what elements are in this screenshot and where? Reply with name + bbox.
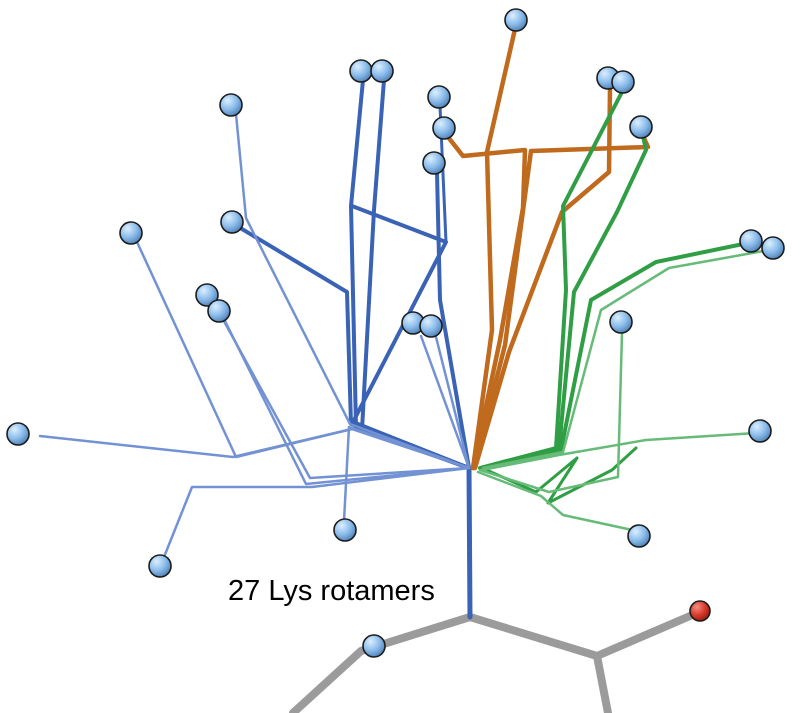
nitrogen-atom[interactable] bbox=[761, 236, 785, 260]
rotamer-bond-blue_light bbox=[434, 335, 471, 470]
backbone-bond bbox=[289, 613, 474, 713]
nitrogen-atom[interactable] bbox=[432, 116, 456, 140]
nitrogen-atom[interactable] bbox=[419, 314, 443, 338]
nitrogen-atom[interactable] bbox=[362, 634, 386, 658]
nitrogen-atom[interactable] bbox=[119, 221, 143, 245]
rotamer-bond-green_light bbox=[476, 470, 639, 533]
rotamer-bond-orange bbox=[470, 26, 518, 471]
rotamer-bond-green_light bbox=[478, 331, 624, 494]
rotamer-bond-green bbox=[480, 241, 750, 470]
backbone-bond bbox=[593, 652, 612, 713]
nitrogen-atom[interactable] bbox=[739, 229, 763, 253]
oxygen-atom[interactable] bbox=[689, 600, 711, 622]
backbone-bond bbox=[466, 609, 701, 660]
rotamer-bond-blue_light bbox=[419, 334, 471, 470]
rotamer-bond-blue_light bbox=[234, 112, 471, 470]
nitrogen-atom[interactable] bbox=[220, 210, 244, 234]
rotamer-bond-blue bbox=[360, 78, 471, 470]
rotamer-bond-orange bbox=[445, 134, 528, 471]
nitrogen-atom[interactable] bbox=[629, 115, 653, 139]
nitrogen-atom[interactable] bbox=[427, 85, 451, 109]
rotamer-bond-blue_light bbox=[162, 466, 471, 559]
nitrogen-atom[interactable] bbox=[219, 93, 243, 117]
nitrogen-atom[interactable] bbox=[748, 419, 772, 443]
nitrogen-atom[interactable] bbox=[207, 299, 231, 323]
nitrogen-atom[interactable] bbox=[609, 310, 633, 334]
rotamer-bond-blue bbox=[466, 465, 473, 620]
nitrogen-atom[interactable] bbox=[195, 283, 219, 307]
nitrogen-atom[interactable] bbox=[504, 8, 528, 32]
nitrogen-atom[interactable] bbox=[6, 422, 30, 446]
rotamer-count-label: 27 Lys rotamers bbox=[228, 575, 435, 607]
nitrogen-atom[interactable] bbox=[611, 70, 635, 94]
rotamer-bond-blue_light bbox=[38, 427, 471, 470]
nitrogen-atom[interactable] bbox=[627, 524, 651, 548]
nitrogen-atom[interactable] bbox=[422, 151, 446, 175]
nitrogen-atom[interactable] bbox=[148, 554, 172, 578]
rotamer-bond-blue bbox=[350, 204, 471, 470]
rotamer-bond-green bbox=[480, 446, 638, 505]
rotamer-bond-blue_light bbox=[222, 317, 471, 486]
rotamer-bond-orange bbox=[472, 85, 613, 471]
rotamer-bond-blue bbox=[435, 171, 471, 470]
nitrogen-atom[interactable] bbox=[333, 518, 357, 542]
rotamer-bond-blue_light bbox=[135, 240, 471, 470]
nitrogen-atom[interactable] bbox=[349, 59, 373, 83]
rotamer-bond-green_light bbox=[480, 431, 758, 472]
nitrogen-atom[interactable] bbox=[370, 59, 394, 83]
rotamer-bond-green_light bbox=[481, 248, 771, 470]
